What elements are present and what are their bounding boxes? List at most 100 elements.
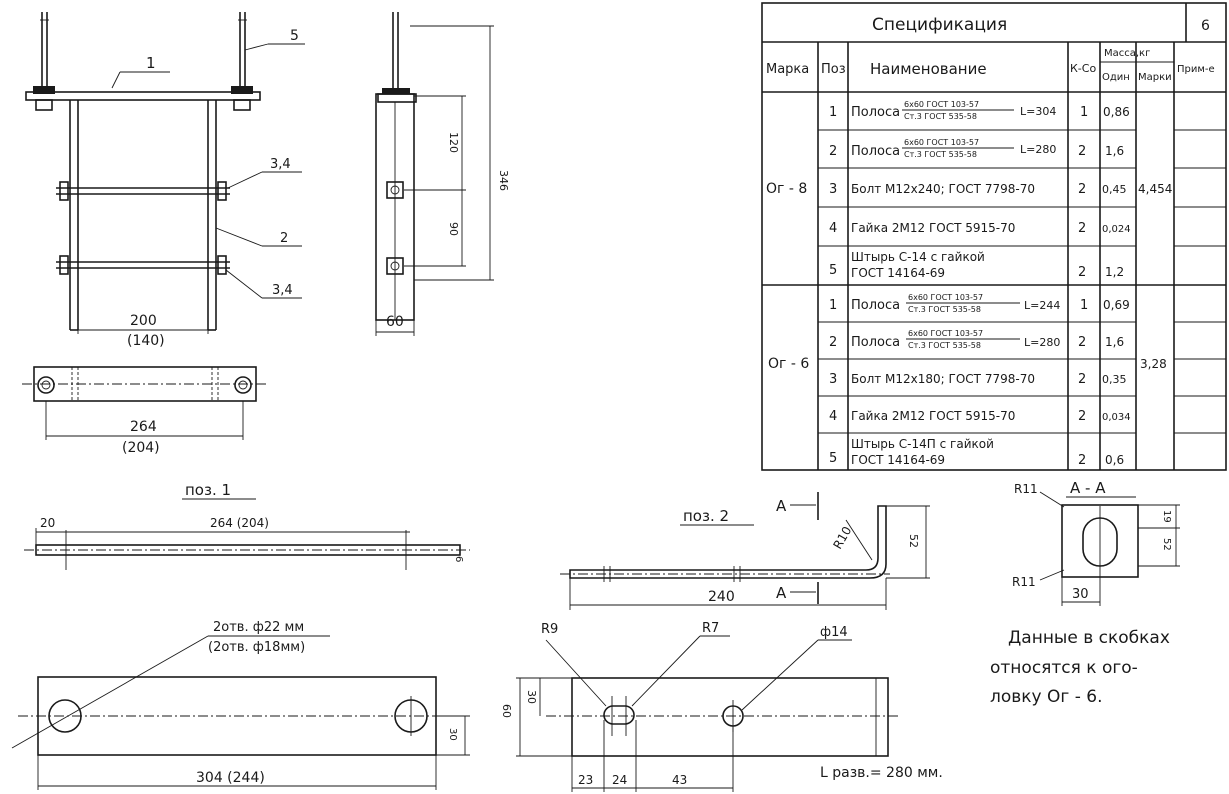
g1r5-name2: ГОСТ 14164-69 [851,266,945,280]
g1r2-qty: 2 [1078,144,1086,159]
pos1-title: поз. 1 [185,481,231,499]
section-a-a: А - А R11 R11 19 52 30 [1012,479,1180,606]
pos1-hole-note-main: 2отв. ф22 мм [213,620,304,635]
section-r11-bottom: R11 [1012,575,1036,589]
hdr-mark: Марка [766,62,809,77]
g2r1-qty: 1 [1080,298,1088,313]
g1r5-name: Штырь С-14 с гайкой [851,250,985,264]
g2r1-frac-top: 6x60 ГОСТ 103-57 [908,293,983,302]
pos2-r9: R9 [541,622,558,637]
pos1-dim-thickness: 6 [453,556,464,562]
pos1-dim-half-width: 30 [447,728,458,741]
callout-3-4-top: 3,4 [270,157,291,172]
g1r3-mass: 0,45 [1102,183,1127,196]
g1r3-qty: 2 [1078,182,1086,197]
g2r2-pos: 2 [829,335,837,350]
g1r1-frac-top: 6x60 ГОСТ 103-57 [904,100,979,109]
hdr-qty: К-Со [1070,62,1096,75]
g2r1-frac-bottom: Ст.3 ГОСТ 535-58 [908,305,981,314]
section-mark-bottom: А [776,584,787,602]
g2r5-qty: 2 [1078,453,1086,468]
g2r5-pos: 5 [829,451,837,466]
g2r3-mass: 0,35 [1102,373,1127,386]
callout-2: 2 [280,231,288,246]
pos2-r7: R7 [702,621,719,636]
g1r2-frac-bottom: Ст.3 ГОСТ 535-58 [904,150,977,159]
spec-title: Спецификация [872,15,1007,35]
section-dim-top: 19 [1161,510,1172,523]
g2r4-pos: 4 [829,409,837,424]
g1r3-name: Болт М12х240; ГОСТ 7798-70 [851,182,1035,196]
g2r1-mass: 0,69 [1103,298,1130,312]
spec-table: Спецификация 6 Марка Поз Наименование К-… [761,2,1227,471]
g1r2-frac-top: 6x60 ГОСТ 103-57 [904,138,979,147]
pos1-dim-length-full: 304 (244) [196,770,265,786]
g2r1-len: L=244 [1024,299,1060,312]
side-view: 346 120 90 60 [375,12,510,336]
g2r4-qty: 2 [1078,409,1086,424]
g2r2-len: L=280 [1024,336,1060,349]
pos2-dim-a: 23 [578,773,593,787]
pos2-title: поз. 2 [683,507,729,525]
g1r3-pos: 3 [829,182,837,197]
g1r1-qty: 1 [1080,105,1088,120]
g1r2-len: L=280 [1020,143,1056,156]
g2r2-mass: 1,6 [1105,335,1124,349]
callout-3-4-bottom: 3,4 [272,283,293,298]
g1r4-mass: 0,024 [1102,224,1131,235]
section-r11-top: R11 [1014,482,1038,496]
note-block: Данные в скобках относятся к ого- ловку … [990,628,1170,707]
pos2-dim-width: 60 [500,704,513,718]
g2r2-frac-bottom: Ст.3 ГОСТ 535-58 [908,341,981,350]
g2r5-name: Штырь С-14П с гайкой [851,437,994,451]
note-line-1: Данные в скобках [1008,628,1170,648]
section-dim-width: 30 [1072,587,1089,602]
pos2-dim-length: 240 [708,589,735,605]
group2-mass-mark: 3,28 [1140,357,1167,371]
pos1-hole-note-alt: (2отв. ф18мм) [208,640,305,655]
g2r2-name: Полоса [851,335,900,350]
side-dim-lower: 90 [447,222,460,236]
g1r1-name: Полоса [851,105,900,120]
section-title: А - А [1070,479,1106,497]
note-line-3: ловку Ог - 6. [990,687,1103,707]
side-dim-overall: 346 [497,170,510,191]
g2r1-pos: 1 [829,298,837,313]
group1-mark: Ог - 8 [766,181,807,197]
pos2-dim-half: 30 [525,690,538,704]
g1r1-pos: 1 [829,105,837,120]
pos1-dim-offset: 20 [40,516,55,530]
g1r4-qty: 2 [1078,221,1086,236]
g1r5-mass: 1,2 [1105,265,1124,279]
g2r4-name: Гайка 2М12 ГОСТ 5915-70 [851,409,1015,423]
g1r2-pos: 2 [829,144,837,159]
section-dim-slot: 52 [1161,538,1172,551]
hdr-note: Прим-е [1177,64,1215,75]
g2r2-frac-top: 6x60 ГОСТ 103-57 [908,329,983,338]
hdr-pos: Поз [821,62,846,77]
pos2-dim-c: 43 [672,773,687,787]
front-view: 1 5 3,4 2 3,4 200 (140) [25,12,305,349]
spec-sheet-no: 6 [1201,18,1210,34]
g1r1-len: L=304 [1020,105,1056,118]
g2r1-name: Полоса [851,298,900,313]
plan-length-main: 264 [130,419,157,435]
plan-length-alt: (204) [122,440,160,456]
plan-view: 264 (204) [22,366,268,456]
pos2-hole-dia: ф14 [820,625,848,640]
pos2-dim-b: 24 [612,773,627,787]
side-dim-width: 60 [386,314,404,330]
front-width-alt: (140) [127,333,165,349]
section-mark-top: А [776,497,787,515]
front-width-main: 200 [130,313,157,329]
pos2-views: поз. 2 А R10 52 240 А R9 [500,492,943,792]
hdr-name: Наименование [870,60,987,78]
g1r4-name: Гайка 2М12 ГОСТ 5915-70 [851,221,1015,235]
pos1-views: поз. 1 20 264 (204) 6 2отв. ф22 мм (2отв… [11,481,470,790]
note-line-2: относятся к ого- [990,658,1138,678]
callout-1: 1 [146,54,156,72]
hdr-mass-mark: Марки [1138,72,1172,83]
g1r1-frac-bottom: Ст.3 ГОСТ 535-58 [904,112,977,121]
